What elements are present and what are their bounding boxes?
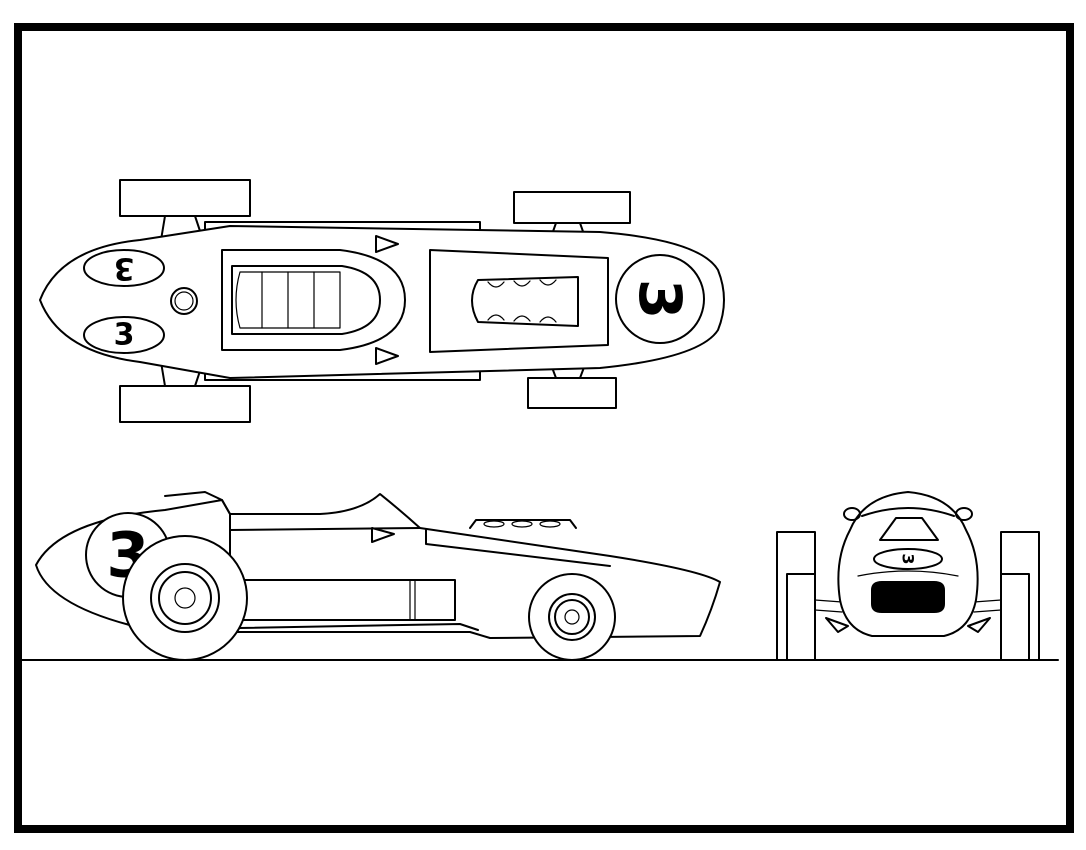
top-number-left: 3 [114,251,135,286]
side-rear-rim [548,593,596,641]
top-intake-box [471,276,579,327]
side-engine-cover [425,529,611,567]
top-number-roundel-left [83,249,165,287]
top-engine-cover [429,249,609,353]
top-number-roundel-tail [615,254,705,344]
top-number-right: 3 [114,318,135,353]
side-intake-trumpet [511,520,533,528]
top-intake-trumpets [487,314,557,323]
top-front-wheel-left [119,179,251,217]
top-number-tail: 3 [626,279,694,319]
front-wheel-left-inner [786,573,816,661]
top-front-wheel-right [119,385,251,423]
front-number: 3 [899,553,918,564]
side-front-rim-inner [158,571,212,625]
top-mirror-right [375,347,399,365]
front-wheel-right [1000,531,1040,661]
side-mirror [371,527,395,543]
top-cockpit-surround [221,249,406,351]
top-fuel-cap-inner [174,291,194,311]
side-rear-rim-inner [554,599,590,635]
front-cowl-line [861,507,955,517]
top-rear-wheel-right [527,377,617,409]
front-wheel-right-inner [1000,573,1030,661]
side-intake-trumpet [483,520,505,528]
top-number-roundel-right [83,316,165,354]
side-rear-hub [564,609,580,625]
front-suspension-left [814,599,843,613]
drawing-frame [14,23,1074,833]
top-cockpit-opening [231,265,381,335]
front-mirror-left [843,507,861,521]
side-front-wheel [122,535,248,661]
top-fuel-cap [170,287,198,315]
top-intake-trumpets [487,279,557,288]
front-number-roundel [873,548,943,570]
side-intake-trumpet [539,520,561,528]
front-grille [871,581,945,613]
side-front-hub [174,587,196,609]
top-view: 3 3 3 [39,179,725,423]
side-intake [469,519,577,529]
side-view: 3 [19,491,1059,661]
top-body-outline [39,225,725,379]
side-floor [239,623,479,631]
top-seat [235,271,341,329]
side-cockpit-line [229,527,421,531]
front-suspension-right [973,599,1002,613]
front-windscreen [879,517,939,541]
side-front-rim [150,563,220,633]
front-upright-right [967,617,991,633]
top-rear-wheel-left [513,191,631,224]
front-view: 3 [776,491,1040,661]
top-mirror-left [375,235,399,253]
front-nose-line [857,570,959,577]
front-wheel-left [776,531,816,661]
front-upright-left [825,617,849,633]
side-rear-wheel [528,573,616,661]
front-mirror-right [955,507,973,521]
